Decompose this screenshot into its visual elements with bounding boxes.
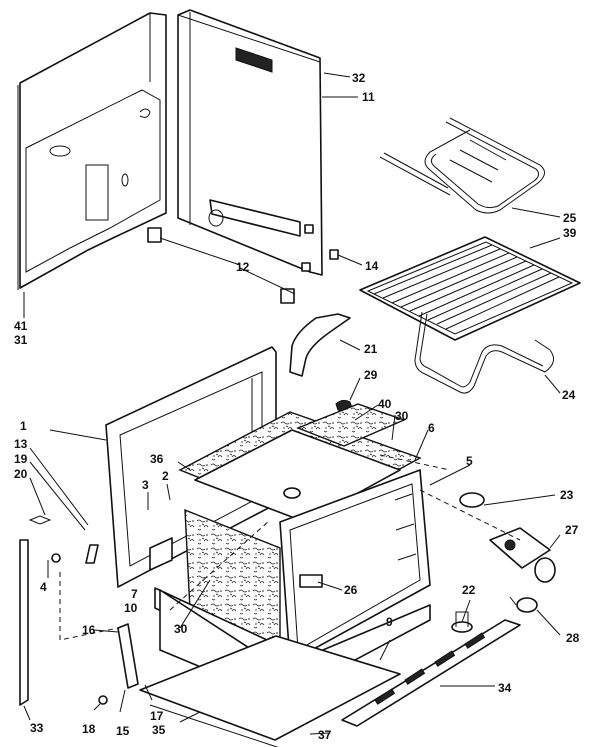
leader-lines bbox=[23, 72, 561, 735]
vent-tube bbox=[289, 313, 351, 377]
callout-34: 34 bbox=[498, 681, 512, 695]
dashed-guide-lines bbox=[59, 454, 521, 641]
callout-37: 37 bbox=[318, 728, 332, 742]
callout-25: 25 bbox=[563, 211, 577, 225]
callout-23: 23 bbox=[560, 488, 574, 502]
bake-element bbox=[414, 311, 555, 394]
side-trim bbox=[19, 539, 29, 706]
door-hinge-bracket bbox=[85, 544, 139, 689]
callout-11: 11 bbox=[362, 90, 375, 104]
callout-40: 40 bbox=[378, 397, 392, 411]
oven-rack bbox=[359, 236, 581, 341]
rear-insulation-panel bbox=[17, 12, 167, 290]
callout-15: 15 bbox=[116, 724, 130, 738]
callout-30-side: 30 bbox=[174, 622, 188, 636]
callout-20: 20 bbox=[14, 467, 28, 481]
callout-31: 31 bbox=[14, 333, 28, 347]
leveling-legs bbox=[147, 227, 295, 304]
callout-39: 39 bbox=[563, 226, 577, 240]
hinge-screw bbox=[98, 695, 108, 705]
callout-12: 12 bbox=[236, 260, 250, 274]
callout-16: 16 bbox=[82, 623, 96, 637]
callout-35: 35 bbox=[152, 723, 166, 737]
kick-plate bbox=[341, 619, 521, 727]
callout-33: 33 bbox=[30, 721, 44, 735]
callout-6: 6 bbox=[428, 421, 435, 435]
callout-30-top: 30 bbox=[395, 409, 409, 423]
callout-7: 7 bbox=[131, 587, 138, 601]
callout-26: 26 bbox=[344, 583, 358, 597]
top-insulation-pad bbox=[296, 403, 406, 447]
oven-back-panel bbox=[177, 9, 323, 276]
callout-41: 41 bbox=[14, 319, 28, 333]
wire-harness bbox=[28, 515, 52, 525]
callout-36: 36 bbox=[150, 452, 164, 466]
callout-4: 4 bbox=[40, 580, 47, 594]
callout-19: 19 bbox=[14, 452, 28, 466]
callout-24: 24 bbox=[562, 388, 576, 402]
callout-13: 13 bbox=[14, 437, 28, 451]
igniter bbox=[451, 611, 473, 633]
callout-21: 21 bbox=[364, 342, 378, 356]
callout-3: 3 bbox=[142, 478, 149, 492]
callout-5: 5 bbox=[466, 454, 473, 468]
callout-18: 18 bbox=[82, 722, 96, 736]
oven-light-socket bbox=[489, 527, 556, 583]
callout-17: 17 bbox=[150, 709, 164, 723]
callout-28: 28 bbox=[566, 631, 580, 645]
callout-32: 32 bbox=[352, 71, 366, 85]
retainer-clip bbox=[329, 249, 339, 260]
oven-cavity bbox=[154, 403, 431, 701]
callout-10: 10 bbox=[124, 601, 138, 615]
callout-22: 22 bbox=[462, 583, 476, 597]
callout-29: 29 bbox=[364, 368, 378, 382]
oven-base-pan bbox=[139, 635, 401, 741]
callout-1: 1 bbox=[20, 419, 27, 433]
callout-27: 27 bbox=[565, 523, 579, 537]
oven-light-bulb bbox=[509, 596, 538, 613]
thermostat-bulb-cover bbox=[459, 492, 485, 508]
terminal-nut bbox=[51, 553, 61, 563]
callout-9: 9 bbox=[386, 615, 393, 629]
broil-element bbox=[379, 117, 545, 214]
callout-2: 2 bbox=[162, 469, 169, 483]
callout-14: 14 bbox=[365, 259, 379, 273]
